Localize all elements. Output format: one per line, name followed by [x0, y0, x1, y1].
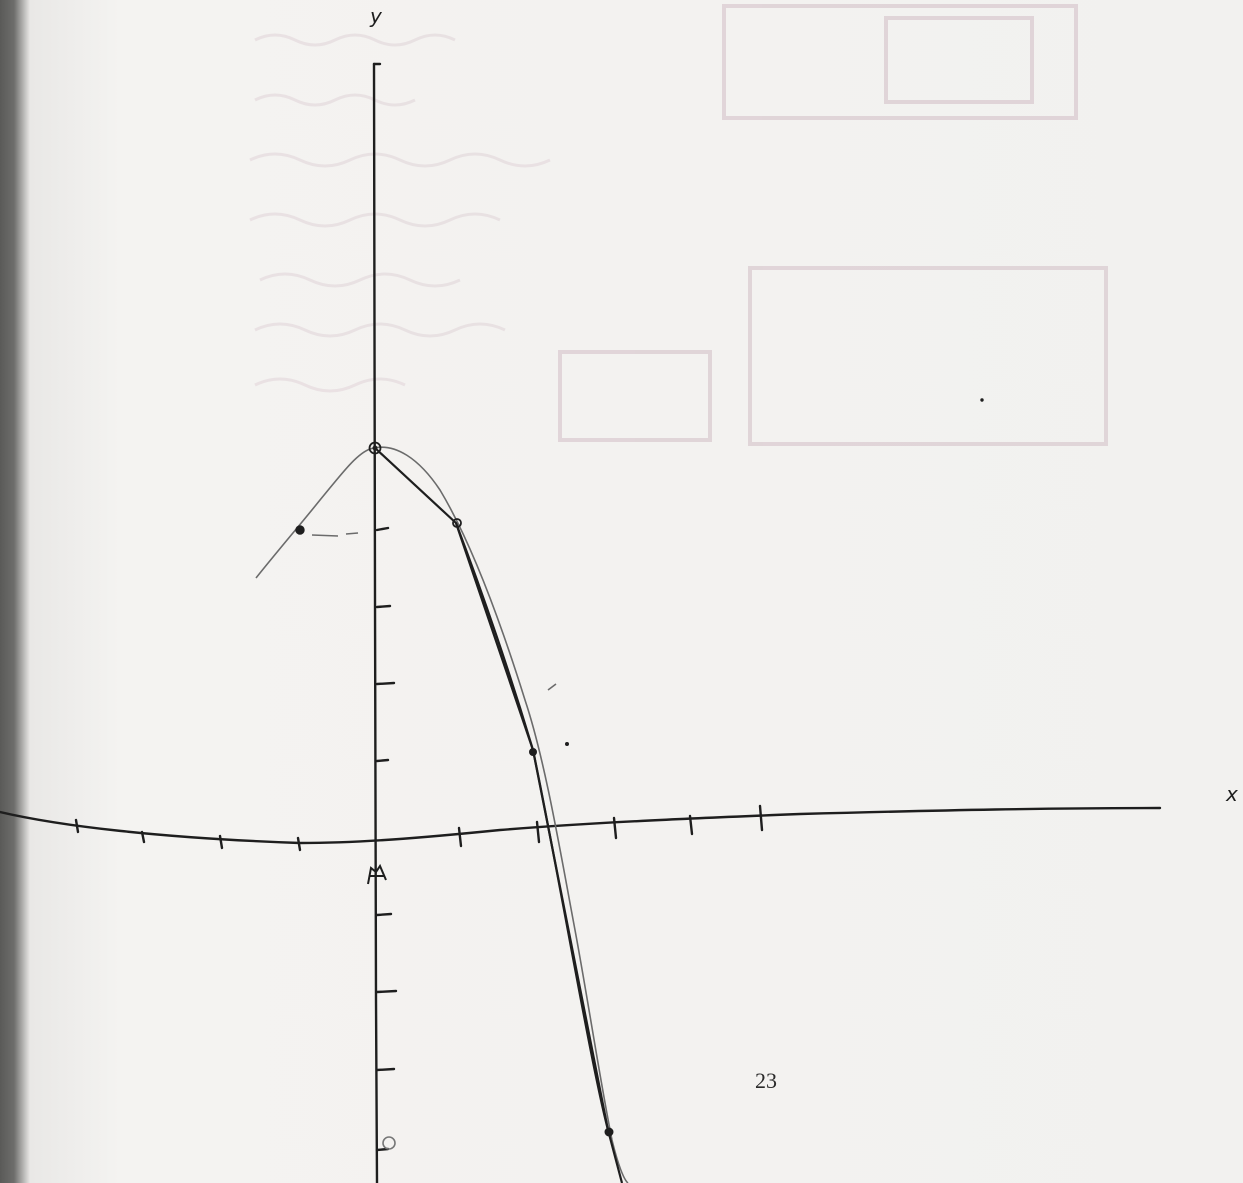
bleed-through-box	[884, 16, 1034, 104]
y-axis	[372, 62, 398, 1183]
bleed-through-box	[558, 350, 712, 442]
x-tick	[218, 834, 224, 850]
x-tick	[296, 836, 302, 852]
connecting-curve	[454, 522, 535, 751]
x-tick	[74, 818, 80, 834]
bleed-through-line	[254, 377, 406, 393]
x-tick	[457, 826, 463, 848]
y-tick	[375, 526, 390, 532]
bleed-through-line	[254, 33, 456, 47]
x-tick	[758, 804, 764, 832]
data-point	[295, 525, 305, 535]
y-tick	[375, 604, 392, 609]
data-point	[529, 748, 537, 756]
smooth-curve	[255, 446, 629, 1183]
bleed-through-scribbles	[249, 33, 551, 393]
data-point-center	[372, 445, 378, 451]
y-tick	[375, 912, 393, 917]
tail-line	[531, 749, 624, 1183]
data-point	[452, 518, 462, 528]
stray-dot	[565, 742, 569, 746]
bleed-through-box	[748, 266, 1108, 446]
page-number: 23	[755, 1068, 777, 1093]
dashed-guide	[311, 532, 359, 537]
y-tick	[375, 989, 398, 994]
bleed-through-line	[254, 93, 416, 107]
x-axis-line	[0, 806, 1162, 845]
ink-polyline	[374, 447, 624, 1183]
y-axis-line	[372, 62, 379, 1183]
bleed-through-line	[249, 152, 551, 168]
bleed-through-line	[254, 322, 506, 338]
origin-scribble	[367, 863, 387, 885]
plotted-points	[295, 398, 984, 1150]
y-tick	[375, 681, 396, 686]
data-point-faint	[382, 1136, 396, 1150]
x-tick	[140, 830, 146, 844]
x-tick	[688, 814, 694, 836]
y-tick	[375, 1067, 396, 1072]
bleed-through-box	[722, 4, 1078, 120]
x-tick	[612, 816, 618, 840]
bleed-through-marks	[558, 4, 1108, 446]
data-point	[604, 1127, 614, 1137]
pencil-mark	[547, 683, 557, 691]
data-point	[368, 441, 382, 455]
x-tick	[535, 820, 541, 844]
connecting-lines	[374, 447, 610, 1131]
x-axis	[0, 804, 1162, 852]
stray-dot	[980, 398, 984, 402]
bleed-through-line	[259, 272, 461, 288]
y-axis-label: y	[370, 4, 382, 28]
x-axis-label: x	[1226, 782, 1238, 806]
pencil-curve	[255, 446, 629, 1183]
y-tick	[375, 758, 390, 763]
